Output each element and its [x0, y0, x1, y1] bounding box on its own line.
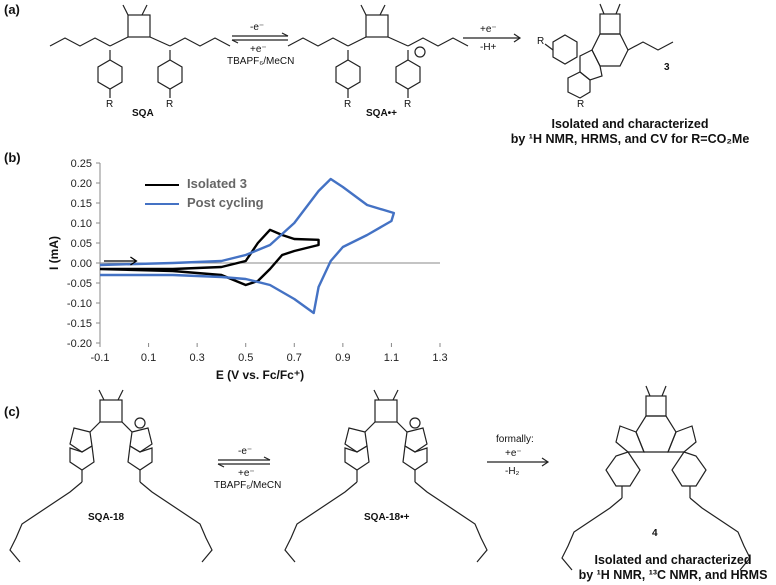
legend-swatch-post: [145, 202, 179, 205]
panel-a-label: (a): [4, 2, 20, 17]
y-tick-label: -0.15: [67, 318, 92, 330]
panel-c-label: (c): [4, 404, 20, 419]
a-arrow1-bottom2: TBAPF₆/MeCN: [227, 56, 295, 67]
a-arrow1-bottom1: +e⁻: [250, 44, 267, 55]
chart-legend: Isolated 3 Post cycling: [145, 176, 264, 210]
y-axis-label: I (mA): [47, 236, 61, 270]
c-mol2-name: SQA-18•+: [364, 512, 410, 523]
y-tick-label: -0.10: [67, 298, 92, 310]
scan-direction-arrowhead: [130, 256, 138, 266]
a-arrow2-top: +e⁻: [480, 24, 497, 35]
legend-item-isolated: Isolated 3: [145, 176, 264, 191]
squarate-ring-2: [365, 14, 389, 38]
c-caption-line1: Isolated and characterized: [594, 553, 752, 567]
x-axis-label: E (V vs. Fc/Fc⁺): [216, 368, 304, 382]
a-r-6: R: [577, 99, 585, 110]
a-r-2: R: [166, 99, 174, 110]
squarate-ring-1: [127, 14, 151, 38]
c-caption-line2: by ¹H NMR, ¹³C NMR, and HRMS: [578, 568, 768, 582]
y-tick-label: 0.10: [71, 218, 92, 230]
c-mol1-name: SQA-18: [88, 512, 125, 523]
c-arrow1-bottom2: TBAPF₆/MeCN: [214, 480, 282, 491]
a-caption: Isolated and characterized by ¹H NMR, HR…: [495, 117, 765, 147]
c-mol3-name: 4: [652, 528, 658, 539]
y-tick-label: 0.05: [71, 238, 92, 250]
a-r-4: R: [404, 99, 412, 110]
a-arrow2-bottom: -H+: [480, 42, 497, 53]
legend-item-post: Post cycling: [145, 195, 264, 210]
a-mol2-name: SQA•+: [366, 108, 398, 119]
c-arrow1-top: -e⁻: [238, 446, 253, 457]
x-tick-label: 0.3: [189, 352, 204, 364]
y-tick-label: -0.05: [67, 278, 92, 290]
legend-label-isolated: Isolated 3: [187, 176, 247, 191]
y-tick-label: 0.20: [71, 178, 92, 190]
y-tick-label: 0.25: [71, 158, 92, 170]
series-line-post-cycling: [99, 177, 396, 315]
y-tick-label: -0.20: [67, 338, 92, 350]
y-tick-label: 0.00: [71, 258, 92, 270]
a-caption-line1: Isolated and characterized: [551, 117, 709, 131]
a-r-1: R: [106, 99, 114, 110]
a-r-5: R: [537, 36, 545, 47]
series-line-isolated: [99, 228, 320, 287]
legend-swatch-isolated: [145, 183, 179, 186]
panel-b-label: (b): [4, 150, 21, 165]
a-caption-line2: by ¹H NMR, HRMS, and CV for R=CO₂Me: [510, 132, 750, 146]
x-tick-label: 0.5: [238, 352, 253, 364]
c-arrow2-top2: +e⁻: [505, 448, 522, 459]
a-mol1-name: SQA: [132, 108, 154, 119]
x-tick-label: 0.9: [335, 352, 350, 364]
a-arrow1-top: -e⁻: [250, 22, 265, 33]
c-arrow2-top1: formally:: [496, 434, 534, 445]
x-tick-label: -0.1: [91, 352, 110, 364]
c-arrow2-bottom: -H₂: [505, 466, 520, 477]
legend-label-post: Post cycling: [187, 195, 264, 210]
y-tick-label: 0.15: [71, 198, 92, 210]
x-tick-label: 0.1: [141, 352, 156, 364]
a-mol3-name: 3: [664, 62, 670, 73]
c-caption: Isolated and characterized by ¹H NMR, ¹³…: [568, 553, 776, 583]
x-tick-label: 0.7: [287, 352, 302, 364]
c-arrow1-bottom1: +e⁻: [238, 468, 255, 479]
x-tick-label: 1.1: [384, 352, 399, 364]
x-tick-label: 1.3: [432, 352, 447, 364]
a-r-3: R: [344, 99, 352, 110]
